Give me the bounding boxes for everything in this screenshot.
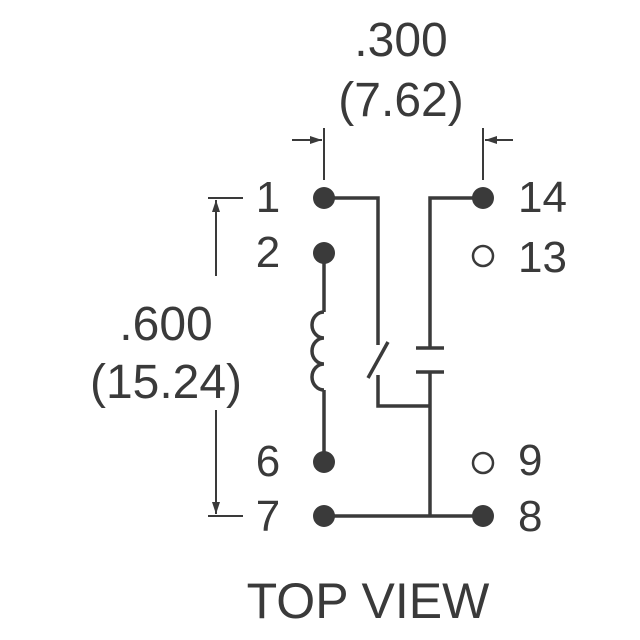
pin-14-label: 14	[518, 173, 567, 222]
switch-contact-slash	[366, 341, 390, 379]
pin-7-label: 7	[256, 492, 280, 541]
vertical-dim-mm: (15.24)	[90, 356, 242, 409]
pin-9-dot	[471, 451, 495, 475]
pin-13-label: 13	[518, 233, 567, 282]
pin-14-dot	[472, 187, 494, 209]
horizontal-dimension-line	[292, 128, 513, 180]
pin-7-dot	[313, 505, 335, 527]
pin-1-label: 1	[256, 173, 280, 222]
pin-6-label: 6	[256, 437, 280, 486]
circuit-wiring	[310, 196, 483, 518]
vertical-dim-inches: .600	[119, 298, 212, 351]
pin-2-dot	[313, 242, 335, 264]
pin-9-label: 9	[518, 436, 542, 485]
pin-13-dot	[471, 244, 495, 268]
top-view-caption: TOP VIEW	[247, 573, 490, 629]
pin-1-dot	[313, 187, 335, 209]
horizontal-dim-mm: (7.62)	[338, 74, 463, 127]
coil-symbol	[310, 310, 325, 392]
vertical-dimension-line	[208, 197, 243, 517]
pin-8-label: 8	[518, 492, 542, 541]
horizontal-dim-inches: .300	[354, 14, 447, 67]
pin-6-dot	[313, 451, 335, 473]
pin-2-label: 2	[256, 228, 280, 277]
pin-8-dot	[472, 505, 494, 527]
